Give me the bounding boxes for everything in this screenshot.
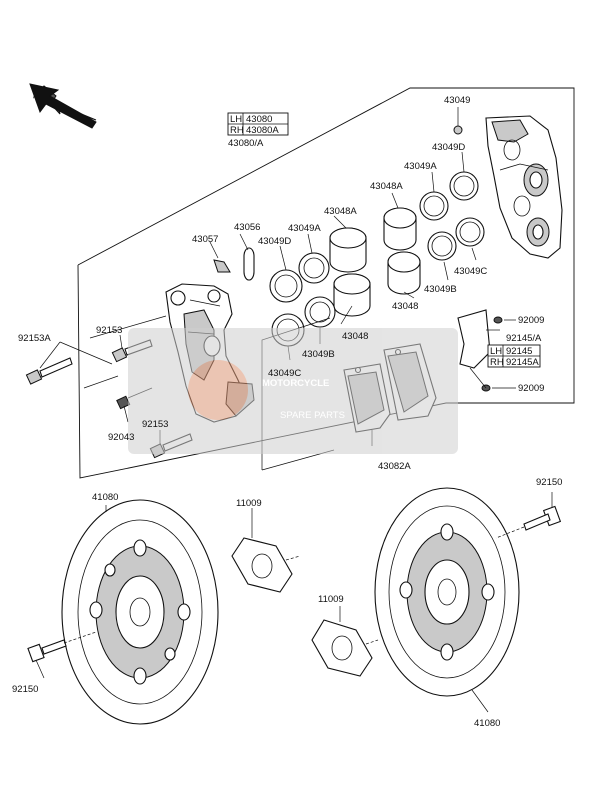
watermark: MOTORCYCLE SPARE PARTS	[128, 328, 458, 454]
label-92153-top[interactable]: 92153	[96, 325, 122, 336]
bracket-rh-part-number[interactable]: 92145A	[506, 357, 539, 368]
disc-bolt-right	[523, 505, 562, 531]
caliper-part-table: LH 43080 RH 43080A	[227, 112, 289, 136]
label-92043[interactable]: 92043	[108, 432, 134, 443]
label-43048-right[interactable]: 43048	[392, 301, 418, 312]
caliper-assembly-label[interactable]: 43080/A	[228, 138, 264, 149]
label-43049b-right[interactable]: 43049B	[424, 284, 457, 295]
part-labels: 43049 43049D 43049A 43048A 43056 43057 4…	[12, 95, 562, 729]
bracket-part-table: LH 92145 RH 92145A	[487, 344, 541, 368]
label-43049[interactable]: 43049	[444, 95, 470, 106]
caliper-bracket	[457, 309, 503, 392]
bracket-rh-label: RH	[490, 357, 504, 368]
label-41080-left[interactable]: 41080	[92, 492, 118, 503]
caliper-assembly-frame	[77, 87, 575, 479]
watermark-line2: SPARE PARTS	[280, 410, 345, 421]
caliper-rh-part-number[interactable]: 43080A	[246, 125, 279, 136]
label-41080-right[interactable]: 41080	[474, 718, 500, 729]
watermark-line1: MOTORCYCLE	[262, 378, 329, 389]
front-direction-arrow-icon	[29, 83, 97, 129]
caliper-rh-label: RH	[230, 125, 244, 136]
label-43048a-left[interactable]: 43048A	[324, 206, 357, 217]
label-92009-top[interactable]: 92009	[518, 315, 544, 326]
label-43082a[interactable]: 43082A	[378, 461, 411, 472]
bracket-lh-part-number[interactable]: 92145	[506, 346, 532, 357]
disc-shims	[231, 537, 373, 677]
disc-bolts	[27, 505, 562, 663]
label-92153-bottom[interactable]: 92153	[142, 419, 168, 430]
label-43056[interactable]: 43056	[234, 222, 260, 233]
label-43049c-right[interactable]: 43049C	[454, 266, 487, 277]
left-seals-and-pistons	[213, 227, 371, 347]
label-43049a-top[interactable]: 43049A	[404, 161, 437, 172]
label-43049a-left[interactable]: 43049A	[288, 223, 321, 234]
label-92145[interactable]: 92145/A	[506, 333, 542, 344]
label-11009-bottom[interactable]: 11009	[318, 594, 344, 605]
bracket-lh-label: LH	[490, 346, 502, 357]
label-43049c-left[interactable]: 43049C	[268, 368, 301, 379]
label-11009-top[interactable]: 11009	[236, 498, 262, 509]
caliper-lh-part-number[interactable]: 43080	[246, 114, 272, 125]
label-43049d-left[interactable]: 43049D	[258, 236, 291, 247]
label-92009-bottom[interactable]: 92009	[518, 383, 544, 394]
label-43057[interactable]: 43057	[192, 234, 218, 245]
right-seals-and-pistons	[383, 125, 485, 295]
label-43049b-left[interactable]: 43049B	[302, 349, 335, 360]
label-92150-right[interactable]: 92150	[536, 477, 562, 488]
label-92150-left[interactable]: 92150	[12, 684, 38, 695]
right-caliper-body	[485, 115, 563, 259]
label-43048a-right[interactable]: 43048A	[370, 181, 403, 192]
right-brake-disc	[374, 487, 520, 697]
caliper-lh-label: LH	[230, 114, 242, 125]
disc-bolt-left	[27, 639, 67, 663]
left-brake-disc	[61, 499, 219, 725]
label-92153a[interactable]: 92153A	[18, 333, 51, 344]
label-43048-left[interactable]: 43048	[342, 331, 368, 342]
label-43049d-top[interactable]: 43049D	[432, 142, 465, 153]
bolt-92153a	[25, 357, 73, 385]
